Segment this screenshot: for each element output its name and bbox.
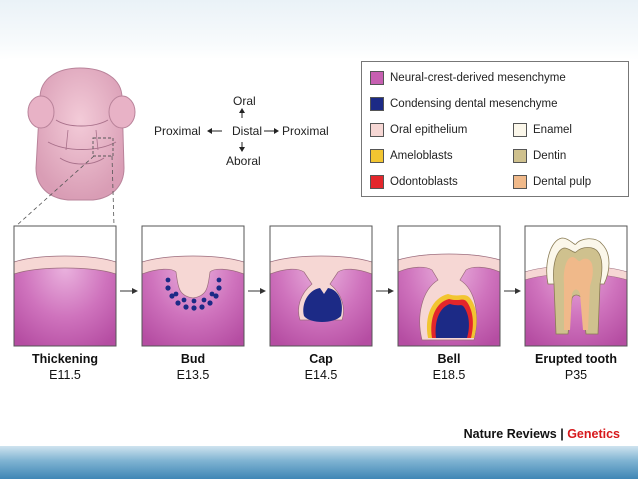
legend-swatch: [513, 175, 527, 189]
legend-label: Neural-crest-derived mesenchyme: [390, 72, 566, 84]
stage-name-bud: Bud: [180, 352, 206, 366]
journal-credit: Nature Reviews | Genetics: [464, 427, 620, 441]
stage-arrows: [120, 288, 521, 294]
legend-item-dental-pulp: Dental pulp: [513, 174, 591, 190]
stage-name-erupted-tooth: Erupted tooth: [535, 352, 617, 366]
legend-swatch: [370, 71, 384, 85]
stage-day-thickening: E11.5: [49, 368, 81, 382]
legend-swatch: [370, 175, 384, 189]
stage-day-bell: E18.5: [432, 368, 466, 382]
stage-name-cap: Cap: [309, 352, 333, 366]
legend-item-enamel: Enamel: [513, 122, 572, 138]
axis-label-aboral: Aboral: [226, 154, 261, 168]
legend-item-dentin: Dentin: [513, 148, 566, 164]
orientation-arrows: [207, 108, 279, 152]
axis-label-proximal-left: Proximal: [154, 124, 201, 138]
credit-separator: |: [556, 427, 568, 441]
slide-background-top: [0, 0, 638, 60]
embryo-head-illustration: [27, 67, 136, 201]
stage-day-erupted-tooth: P35: [564, 368, 588, 382]
legend-swatch: [370, 149, 384, 163]
stage-thickening-panel: [14, 226, 116, 346]
legend-item-odontoblasts: Odontoblasts: [370, 174, 458, 190]
legend-label: Ameloblasts: [390, 150, 453, 162]
stage-cap-panel: [270, 226, 372, 346]
figure-panel: Oral Distal Proximal Proximal Aboral Neu…: [8, 58, 630, 446]
stage-bud-panel: [142, 226, 244, 346]
legend-label: Dental pulp: [533, 176, 592, 188]
legend: Neural-crest-derived mesenchyme Condensi…: [361, 61, 629, 197]
axis-label-distal: Distal: [232, 124, 263, 138]
stage-name-thickening: Thickening: [32, 352, 98, 366]
legend-swatch: [513, 123, 527, 137]
legend-label: Oral epithelium: [390, 124, 468, 136]
axis-label-oral: Oral: [233, 94, 256, 108]
legend-label: Dentin: [533, 150, 567, 162]
legend-item-ameloblasts: Ameloblasts: [370, 148, 453, 164]
legend-item-oral-epithelium: Oral epithelium: [370, 122, 467, 138]
legend-item-neural-crest-mesenchyme: Neural-crest-derived mesenchyme: [370, 70, 566, 86]
legend-swatch: [370, 123, 384, 137]
stage-bell-panel: [398, 226, 500, 346]
legend-label: Condensing dental mesenchyme: [390, 98, 558, 110]
stage-day-bud: E13.5: [176, 368, 210, 382]
journal-name: Nature Reviews: [463, 427, 557, 441]
tooth-development-diagram: [13, 67, 628, 347]
condensing-mesenchyme-dots: [165, 277, 222, 311]
legend-swatch: [370, 97, 384, 111]
legend-item-condensing-mesenchyme: Condensing dental mesenchyme: [370, 96, 558, 112]
journal-section: Genetics: [567, 427, 620, 441]
legend-label: Enamel: [533, 124, 572, 136]
stage-day-cap: E14.5: [304, 368, 338, 382]
legend-label: Odontoblasts: [390, 176, 458, 188]
legend-swatch: [513, 149, 527, 163]
stage-erupted-tooth-panel: [525, 226, 627, 346]
stage-name-bell: Bell: [437, 352, 461, 366]
axis-label-proximal-right: Proximal: [282, 124, 329, 138]
slide-background-bottom: [0, 446, 638, 479]
